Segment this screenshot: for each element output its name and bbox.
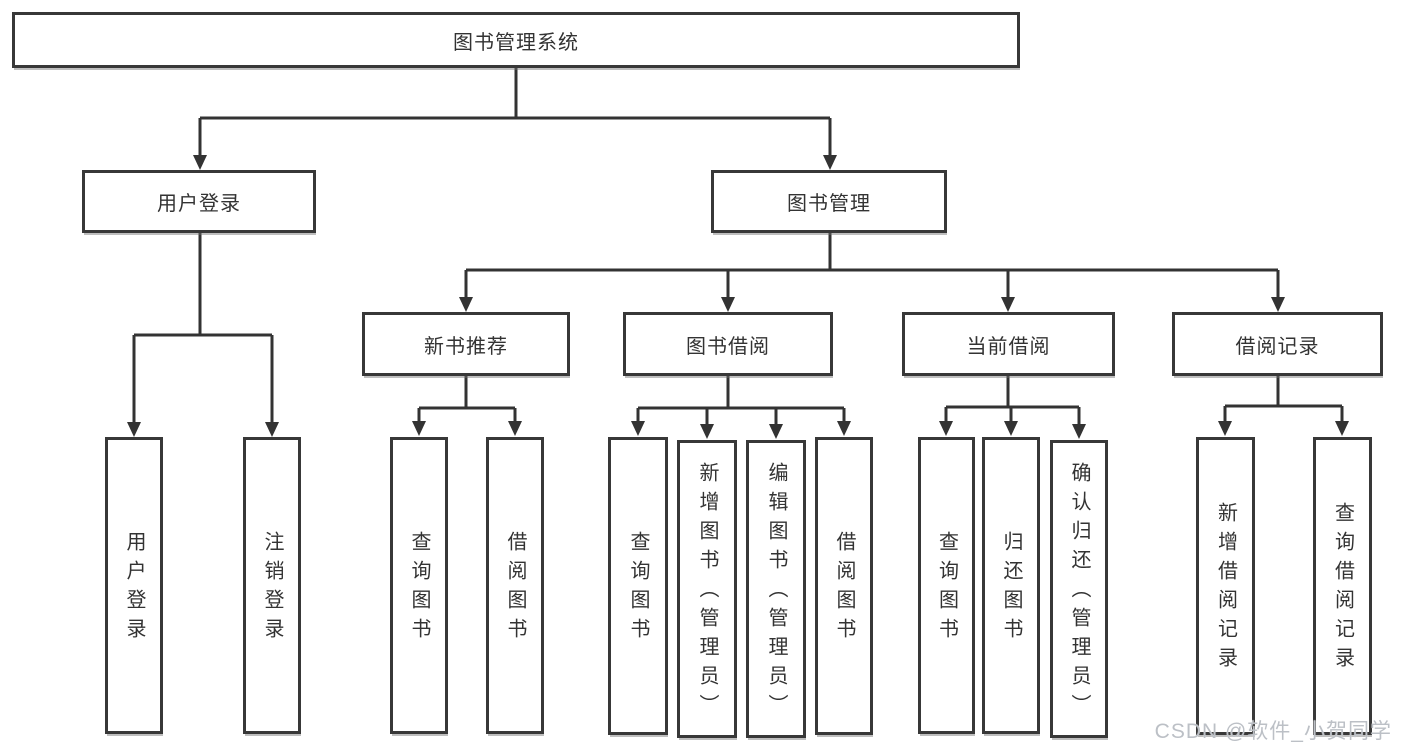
leaf-query-books-current: 查询图书 bbox=[918, 437, 975, 734]
leaf-add-book-admin: 新增图书（管理员） bbox=[677, 440, 737, 738]
node-current-borrowing: 当前借阅 bbox=[902, 312, 1115, 376]
node-book-management: 图书管理 bbox=[711, 170, 947, 233]
node-borrowing-records: 借阅记录 bbox=[1172, 312, 1383, 376]
leaf-query-books-recommend: 查询图书 bbox=[390, 437, 448, 734]
leaf-user-login: 用户登录 bbox=[105, 437, 163, 734]
leaf-query-books-borrowing: 查询图书 bbox=[608, 437, 668, 735]
leaf-return-book: 归还图书 bbox=[982, 437, 1040, 734]
leaf-borrow-books-borrowing: 借阅图书 bbox=[815, 437, 873, 735]
node-new-book-recommendation: 新书推荐 bbox=[362, 312, 570, 376]
node-library-management-system: 图书管理系统 bbox=[12, 12, 1020, 68]
csdn-watermark: CSDN @软件_小贺同学 bbox=[1154, 720, 1392, 743]
leaf-add-borrow-record: 新增借阅记录 bbox=[1196, 437, 1255, 735]
node-user-login: 用户登录 bbox=[82, 170, 316, 233]
leaf-borrow-books-recommend: 借阅图书 bbox=[486, 437, 544, 734]
leaf-edit-book-admin: 编辑图书（管理员） bbox=[746, 440, 806, 738]
leaf-query-borrow-record: 查询借阅记录 bbox=[1313, 437, 1372, 735]
leaf-logout: 注销登录 bbox=[243, 437, 301, 734]
leaf-confirm-return-admin: 确认归还（管理员） bbox=[1050, 440, 1108, 738]
node-book-borrowing: 图书借阅 bbox=[623, 312, 833, 376]
